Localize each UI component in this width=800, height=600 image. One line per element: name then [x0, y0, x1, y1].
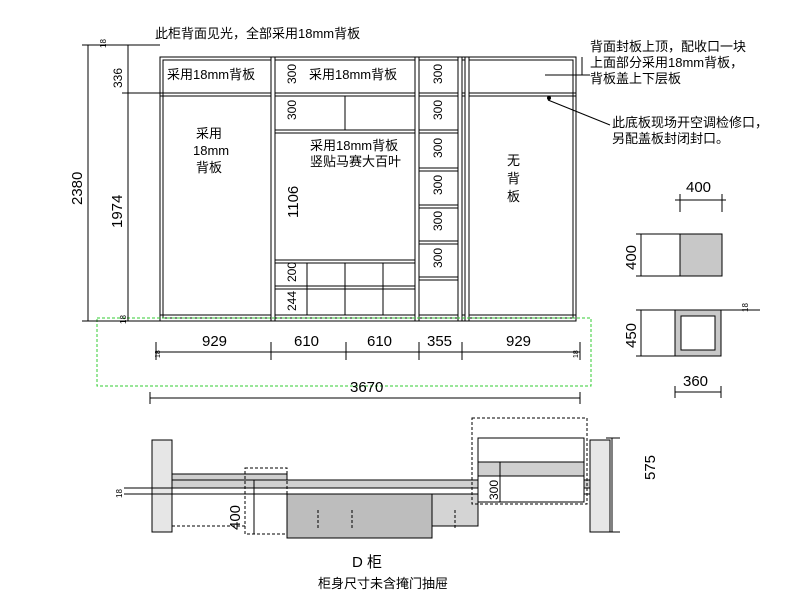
dim-edge-1: 18 [99, 39, 108, 48]
dim-total-height: 2380 [69, 172, 86, 205]
dim-edge-2: 18 [119, 315, 128, 324]
plan-dim-575: 575 [642, 455, 659, 480]
dim-lower-height: 1974 [109, 195, 126, 228]
detail-dim-360: 360 [683, 373, 708, 390]
dim-edge-4: 18 [573, 350, 580, 358]
plan-wall-left [151, 439, 173, 533]
detail-dim-400-side: 400 [623, 245, 640, 270]
mid-dim-244: 244 [285, 291, 299, 311]
narrow-column-shelves [419, 129, 458, 281]
right-note-e: 另配盖板封闭封口。 [612, 131, 729, 146]
col-dim-6: 300 [431, 248, 445, 268]
partition-4 [464, 56, 470, 322]
detail-dim-400-top: 400 [686, 179, 711, 196]
plan-dim-small: 18 [115, 489, 124, 498]
right-note-3: 板 [507, 189, 520, 204]
col-dim-2: 300 [431, 100, 445, 120]
top-note: 此柜背面见光，全部采用18mm背板 [155, 26, 360, 41]
detail-dim-450: 450 [623, 323, 640, 348]
plan-dim-400: 400 [227, 505, 244, 530]
col-dim-5: 300 [431, 211, 445, 231]
right-note-c: 背板盖上下层板 [590, 71, 681, 86]
plan-wall-right [589, 439, 611, 533]
partition-1 [270, 56, 276, 322]
detail-dim-small: 18 [741, 303, 750, 312]
col-dim-1: 300 [431, 64, 445, 84]
mid-note-2: 竖贴马赛大百叶 [310, 154, 401, 169]
plan-dim-300: 300 [487, 480, 501, 500]
cabinet-outline [159, 56, 577, 322]
width-dimension-line [149, 342, 581, 404]
right-note-b: 上面部分采用18mm背板， [590, 55, 743, 70]
partition-2 [414, 56, 420, 322]
left-note-2: 18mm [193, 143, 229, 158]
mid-dim-1106: 1106 [285, 186, 302, 218]
dim-top-height: 336 [111, 68, 125, 88]
plan-box-upper-fill [477, 461, 585, 477]
rail-mark [547, 96, 551, 100]
shelf-dim-300b: 300 [285, 100, 299, 120]
left-note-3: 背板 [196, 160, 222, 175]
mid-note-1: 采用18mm背板 [310, 138, 398, 153]
top-left-note: 采用18mm背板 [167, 67, 255, 82]
right-note-2: 背 [507, 171, 520, 186]
left-dimensions [82, 44, 160, 322]
dim-w4: 355 [427, 333, 452, 350]
right-note-a: 背面封板上顶，配收口一块 [590, 39, 746, 54]
shelf-dim-300a: 300 [285, 64, 299, 84]
detail-top [636, 194, 726, 277]
leader-2 [547, 99, 611, 126]
partition-3 [457, 56, 463, 322]
mid-dim-200: 200 [285, 262, 299, 282]
plan-left-strip [171, 473, 288, 481]
detail-box-solid [679, 233, 723, 277]
dim-w1: 929 [202, 333, 227, 350]
drawing-title: D 柜 [352, 554, 382, 571]
right-note-d: 此底板现场开空调检修口， [612, 115, 768, 130]
plan-dashed-low [171, 493, 246, 527]
floor-zone [96, 317, 592, 387]
plan-dashed-upper [471, 417, 588, 505]
detail-bottom [636, 309, 760, 398]
dim-w3: 610 [367, 333, 392, 350]
left-note-1: 采用 [196, 126, 222, 141]
col-dim-4: 300 [431, 175, 445, 195]
drawing-subtitle: 柜身尺寸未含掩门抽屉 [318, 576, 448, 591]
plan-view [124, 417, 620, 539]
col-dim-3: 300 [431, 138, 445, 158]
top-mid-note: 采用18mm背板 [309, 67, 397, 82]
plan-box-mid [286, 493, 433, 539]
dim-w2: 610 [294, 333, 319, 350]
dim-total-width: 3670 [350, 379, 383, 396]
right-note-1: 无 [507, 153, 520, 168]
dim-w5: 929 [506, 333, 531, 350]
dim-edge-3: 18 [155, 350, 162, 358]
